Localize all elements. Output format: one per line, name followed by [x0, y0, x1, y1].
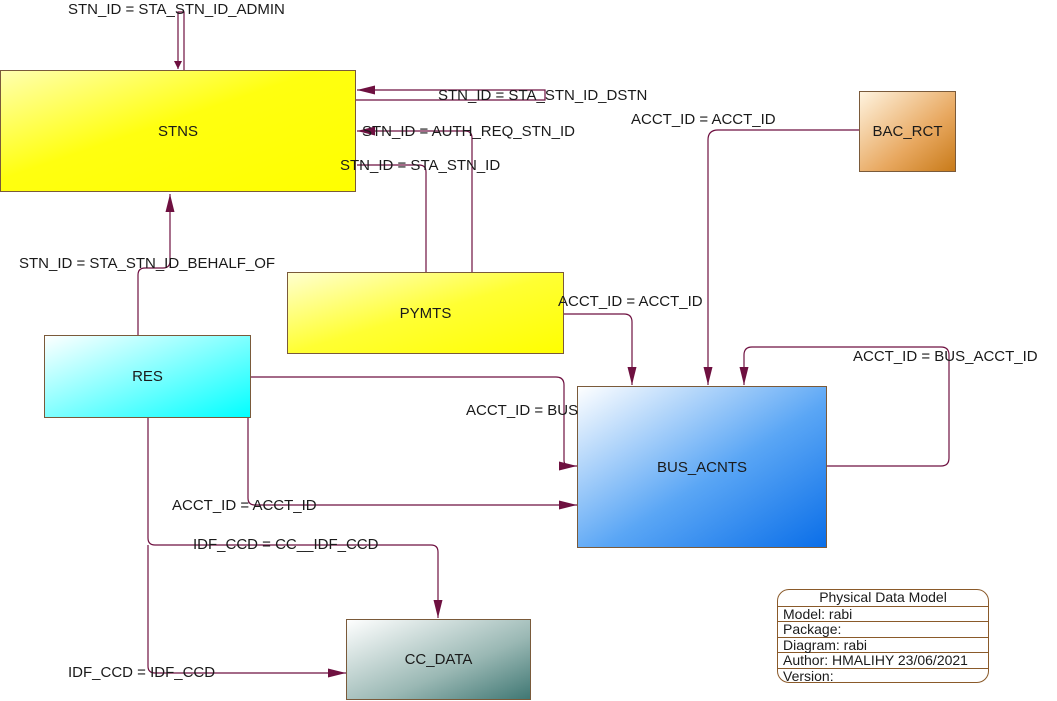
bus-acnts-fill [577, 386, 827, 548]
entity-bac-rct-label: BAC_RCT [872, 123, 943, 140]
bac-rct-fill [859, 91, 956, 172]
rel-stn-sta-label: STN_ID = STA_STN_ID [340, 157, 501, 174]
rel-stn-dstn-label: STN_ID = STA_STN_ID_DSTN [438, 87, 648, 104]
legend-version: Version: [778, 667, 988, 682]
legend-model: Model: rabi [778, 605, 988, 622]
legend-title: Physical Data Model [819, 589, 947, 605]
rel-stn-admin-line [174, 11, 185, 70]
entity-pymts-label: PYMTS [399, 304, 452, 322]
rel-bus-self-label: ACCT_ID = BUS_ACCT_ID [853, 348, 1038, 365]
cc-data-fill [346, 619, 531, 700]
rel-bus-self-line [739, 346, 950, 467]
legend-author: Author: HMALIHY 23/06/2021 [778, 652, 988, 668]
entity-bus-acnts[interactable]: BUS_ACNTS [577, 386, 827, 548]
rel-res-acct-line [247, 418, 577, 510]
rel-bac-acct-label: ACCT_ID = ACCT_ID [631, 111, 776, 128]
entity-stns-label: STNS [157, 122, 198, 140]
rel-res-acct-label: ACCT_ID = ACCT_ID [172, 497, 317, 514]
legend-package: Package: [778, 621, 988, 637]
rel-stn-dstn-line [356, 85, 546, 101]
model-info-box: Physical Data Model Model: rabi Package:… [777, 589, 989, 683]
rel-stn-sta-line [357, 164, 427, 272]
entity-res[interactable]: RES [44, 335, 251, 418]
rel-stn-behalf-line [137, 194, 175, 335]
rel-stn-behalf-label: STN_ID = STA_STN_ID_BEHALF_OF [19, 255, 276, 272]
rel-res-bus-line [250, 376, 577, 471]
rel-pymts-acct-line [563, 313, 637, 385]
rel-stn-admin-label: STN_ID = STA_STN_ID_ADMIN [68, 1, 285, 18]
rel-stn-auth-line [357, 126, 473, 272]
rel-idf-ccd-label: IDF_CCD = CC__IDF_CCD [193, 536, 379, 553]
rel-res-bus-label: ACCT_ID = BUS [466, 402, 579, 419]
rel-stn-auth-label: STN_ID = AUTH_REQ_STN_ID [362, 123, 575, 140]
rel-idf-ccd2-line [147, 545, 346, 678]
entity-bac-rct[interactable]: BAC_RCT [859, 91, 956, 172]
rel-pymts-acct-label: ACCT_ID = ACCT_ID [558, 293, 703, 310]
rel-idf-ccd2-label: IDF_CCD = IDF_CCD [68, 664, 216, 681]
rel-idf-ccd-line [147, 418, 443, 618]
entity-res-label: RES [132, 368, 163, 385]
stns-fill [0, 70, 356, 192]
res-fill [44, 335, 251, 418]
legend-diagram: Diagram: rabi [778, 636, 988, 653]
entity-cc-data[interactable]: CC_DATA [346, 619, 531, 700]
entity-pymts[interactable]: PYMTS [287, 272, 564, 354]
rel-bac-acct-line [703, 129, 859, 385]
entity-bus-acnts-label: BUS_ACNTS [656, 458, 748, 476]
entity-stns[interactable]: STNS [0, 70, 356, 192]
entity-cc-data-label: CC_DATA [404, 651, 473, 668]
pymts-fill [287, 272, 564, 354]
